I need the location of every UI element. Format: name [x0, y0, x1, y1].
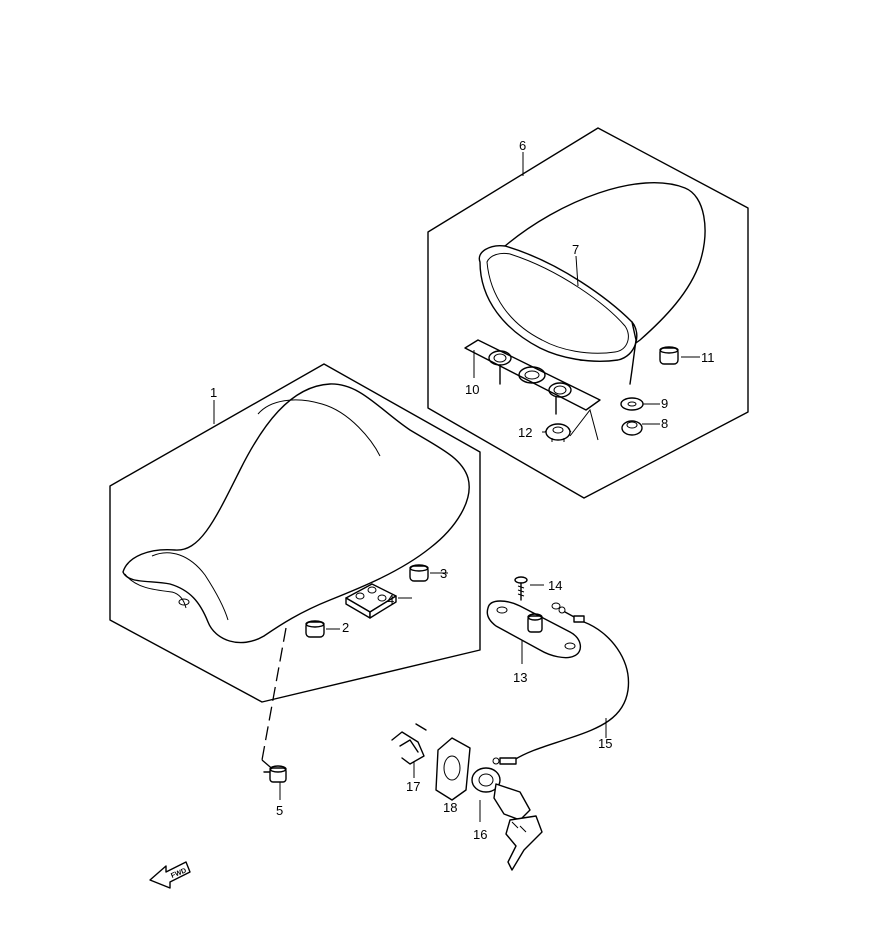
label-6: 6	[519, 138, 526, 153]
label-18: 18	[443, 800, 457, 815]
screw-14	[514, 576, 528, 601]
label-7: 7	[572, 242, 579, 257]
front-seat-box	[109, 363, 481, 703]
label-9: 9	[661, 396, 668, 411]
rubber-cushion-2	[305, 620, 325, 638]
lock-bracket-13	[486, 600, 581, 659]
seat-bracket	[464, 339, 601, 415]
label-11: 11	[701, 350, 715, 365]
rear-seat-box	[427, 127, 749, 499]
washer-9	[620, 397, 644, 411]
rubber-cushion-11	[659, 346, 679, 365]
pillion-seat	[478, 182, 706, 385]
leader-5-dashed	[261, 627, 287, 761]
nut-8	[621, 420, 643, 436]
label-2: 2	[342, 620, 349, 635]
label-15: 15	[598, 736, 612, 751]
label-8: 8	[661, 416, 668, 431]
lock-plate-18	[435, 737, 471, 801]
seat-bolt-5	[263, 765, 287, 783]
release-cable-15	[492, 606, 630, 765]
leader-7	[575, 255, 579, 287]
forward-arrow-icon: FWD	[149, 861, 191, 889]
rear-seat-group	[427, 127, 749, 499]
main-seat	[122, 383, 470, 644]
front-seat-group	[109, 363, 481, 773]
label-17: 17	[406, 779, 420, 794]
spring-clip-17	[391, 723, 427, 765]
rubber-cushion-3	[409, 564, 429, 582]
label-5: 5	[276, 803, 283, 818]
label-14: 14	[548, 578, 562, 593]
lock-nut-12	[544, 423, 572, 442]
label-10: 10	[465, 382, 479, 397]
label-4: 4	[387, 592, 394, 607]
label-13: 13	[513, 670, 527, 685]
leader-12b	[569, 408, 599, 441]
label-16: 16	[473, 827, 487, 842]
seat-lock-16	[471, 767, 543, 871]
label-12: 12	[518, 425, 532, 440]
label-3: 3	[440, 566, 447, 581]
leader-5-dashed-b	[261, 759, 277, 773]
label-1: 1	[210, 385, 217, 400]
rubber-block-4	[345, 583, 397, 619]
